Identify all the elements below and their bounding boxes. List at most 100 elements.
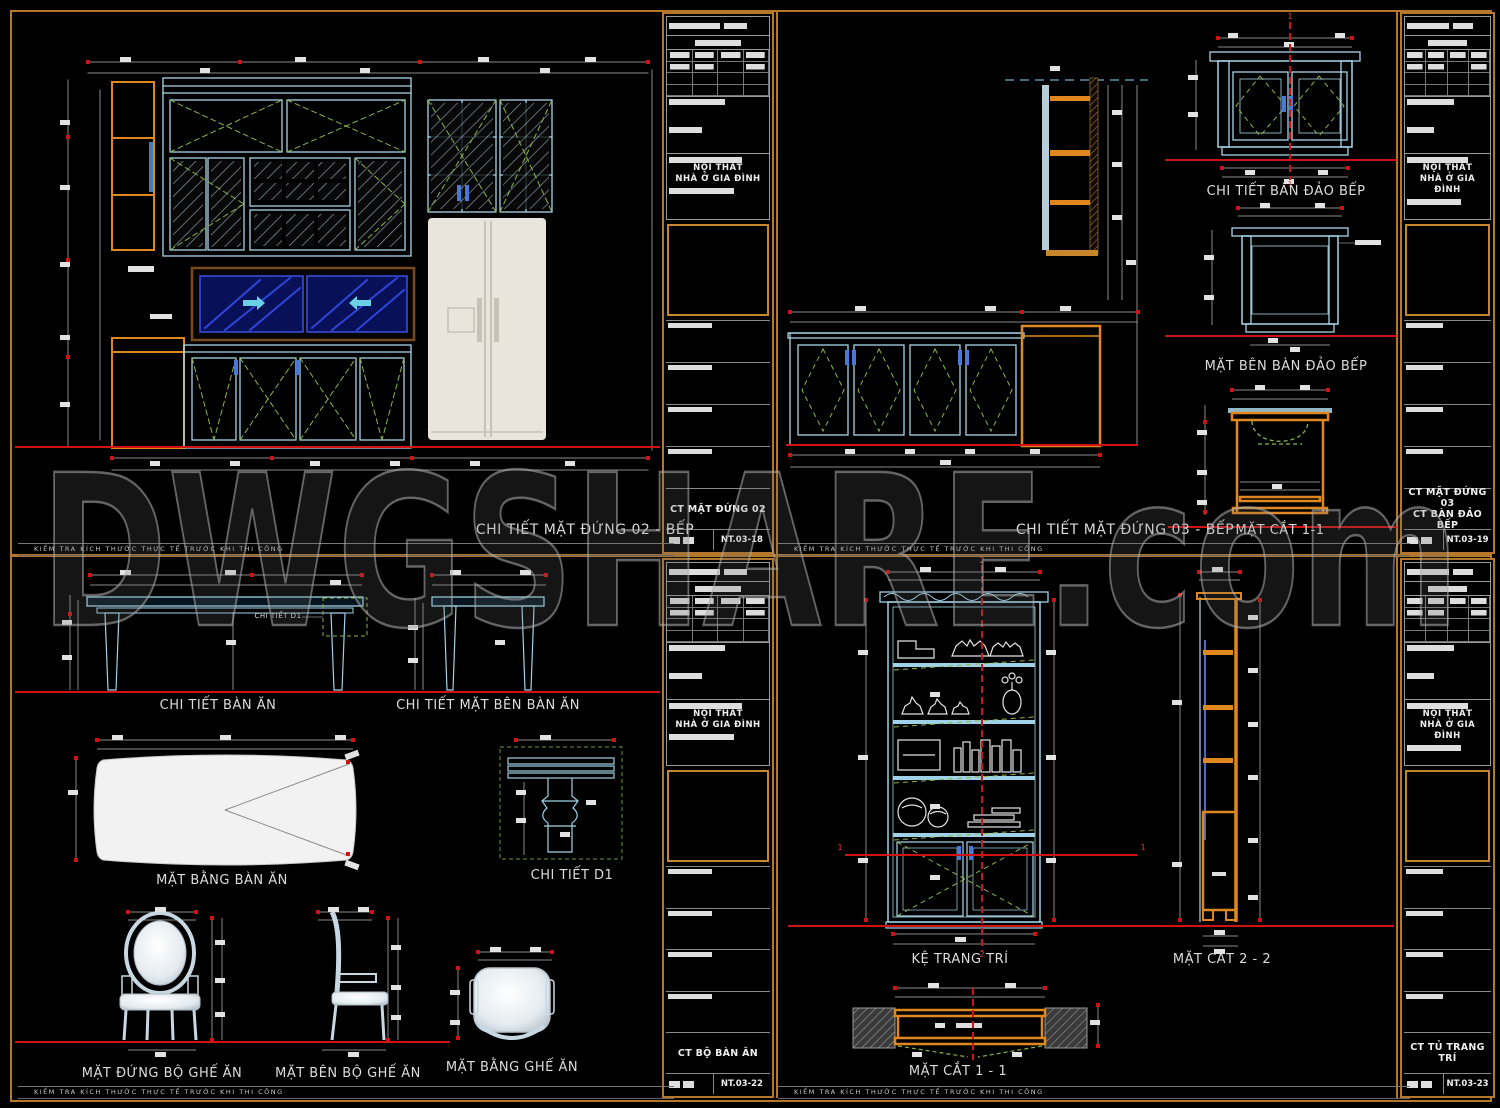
upper-cabinets: [162, 77, 412, 257]
kitchen-elevation-02: [60, 57, 653, 471]
callout-leg-detail: CHI TIẾT D1: [254, 612, 302, 620]
section-line-1-1-shelf: [845, 854, 1137, 856]
drawing-title-chair-side: MẶT BÊN BỘ GHẾ ĂN: [275, 1066, 421, 1081]
drawing-title-chair-plan: MẶT BẰNG GHẾ ĂN: [445, 1060, 579, 1075]
datum-island-front: [1165, 159, 1397, 161]
dining-table-side: [408, 570, 548, 691]
ground-line-table: [15, 691, 660, 693]
titleblock-rows: [1404, 866, 1491, 1032]
island-section-1-1: [1197, 385, 1332, 515]
left-open-cabinet: [111, 81, 185, 449]
titleblock-firm-section: [1404, 97, 1491, 154]
drawing-title: CT MẶT ĐỨNG 03: [1408, 487, 1487, 509]
island-side-view: [1204, 203, 1381, 352]
project-name-line2: NHÀ Ở GIA ĐÌNH: [1419, 720, 1476, 741]
titleblock-bottom-right: NỘI THẤT NHÀ Ở GIA ĐÌNH CT TỦ TRANG TRÍ …: [1400, 558, 1495, 1098]
titleblock-scale-cells: [1404, 1074, 1445, 1094]
sliding-glass-unit: [190, 266, 416, 342]
ground-line-elev03: [786, 444, 1138, 446]
island-end-cabinet: [1020, 324, 1102, 448]
section-marker: 2: [979, 950, 985, 959]
drawing-title: CT BỘ BÀN ĂN: [677, 1047, 759, 1059]
sheet-footer-note: KIỂM TRA KÍCH THƯỚC THỰC TẾ TRƯỚC KHI TH…: [18, 1086, 674, 1099]
fridge: [428, 218, 546, 440]
drawing-title-elev03: CHI TIẾT MẶT ĐỨNG 03 - BẾP: [1015, 522, 1235, 538]
centerline-island: [1289, 22, 1291, 180]
drawing-title-table-front: CHI TIẾT BÀN ĂN: [159, 698, 277, 713]
titleblock-image-panel: [1405, 224, 1490, 316]
titleblock-header: [666, 16, 770, 36]
titleblock-revision-table: [666, 50, 770, 97]
titleblock-subheader: [666, 582, 770, 596]
titleblock-subheader: [1404, 582, 1491, 596]
leg-detail-d1: [499, 735, 623, 860]
project-name-line2: NHÀ Ở GIA ĐÌNH: [675, 174, 761, 184]
sheet-divider-horizontal: [10, 554, 1490, 557]
sheet-divider-vertical-right: [1396, 10, 1398, 1098]
sheet-footer-note: KIỂM TRA KÍCH THƯỚC THỰC TẾ TRƯỚC KHI TH…: [778, 1086, 1410, 1099]
drawing-title-section11-top: MẶT CẮT 1-1: [1235, 523, 1325, 538]
drawing-title-leg-detail: CHI TIẾT D1: [530, 868, 614, 883]
project-name-line2: NHÀ Ở GIA ĐÌNH: [675, 720, 761, 730]
sheet-footer-note: KIỂM TRA KÍCH THƯỚC THỰC TẾ TRƯỚC KHI TH…: [778, 543, 1410, 556]
drawing-title: CT TỦ TRANG TRÍ: [1410, 1042, 1485, 1064]
project-name-line1: NỘI THẤT: [693, 163, 743, 173]
titleblock-project: NỘI THẤT NHÀ Ở GIA ĐÌNH: [666, 700, 770, 766]
drawing-title-section22: MẶT CẮT 2 - 2: [1172, 952, 1272, 967]
titleblock-project: NỘI THẤT NHÀ Ở GIA ĐÌNH: [666, 154, 770, 220]
titleblock-scale-cells: [666, 1074, 714, 1094]
titleblock-project: NỘI THẤT NHÀ Ở GIA ĐÌNH: [1404, 700, 1491, 766]
project-name-line1: NỘI THẤT: [693, 709, 743, 719]
decor-items: [897, 638, 1024, 828]
ground-section11-top: [1168, 526, 1397, 528]
project-name-line1: NỘI THẤT: [1422, 709, 1473, 719]
titleblock-rows: [666, 320, 770, 488]
drawing-title-island-side: MẶT BÊN BÀN ĐẢO BẾP: [1204, 359, 1368, 374]
titleblock-subheader: [666, 36, 770, 50]
ground-line-chairs: [15, 1041, 450, 1043]
section-2-2: [1172, 567, 1262, 954]
titleblock-top-left: NỘI THẤT NHÀ Ở GIA ĐÌNH CT MẶT ĐỨNG 02 N…: [662, 12, 774, 554]
chair-front-view: [119, 907, 225, 1057]
sheet-number: NT.03-22: [720, 1079, 763, 1089]
titleblock-top-right: NỘI THẤT NHÀ Ở GIA ĐÌNH CT MẶT ĐỨNG 03 C…: [1400, 12, 1495, 554]
titleblock-rows: [666, 866, 770, 1032]
titleblock-subheader: [1404, 36, 1491, 50]
titleblock-scale-cells: [1404, 530, 1445, 550]
centerline-section11: [972, 988, 974, 1060]
sheet-number: NT.03-23: [1446, 1079, 1489, 1089]
dining-table-plan: [68, 735, 360, 871]
titleblock-firm-section: [1404, 643, 1491, 700]
titleblock-header: [1404, 562, 1491, 582]
titleblock-image-panel: [667, 770, 769, 862]
titleblock-revision-table: [1404, 50, 1491, 97]
titleblock-revision-table: [666, 596, 770, 643]
chair-plan-view: [450, 947, 555, 1040]
sheet-number: NT.03-19: [1446, 535, 1489, 545]
titleblock-revision-table: [1404, 596, 1491, 643]
datum-island-side: [1165, 335, 1397, 337]
kitchen-elevation-03: [787, 66, 1148, 468]
titleblock-bottom-left: NỘI THẤT NHÀ Ở GIA ĐÌNH CT BỘ BÀN ĂN NT.…: [662, 558, 774, 1098]
titleblock-firm-section: [666, 643, 770, 700]
section-marker: 1: [837, 843, 843, 852]
ground-line-elev02: [15, 446, 660, 448]
titleblock-firm-section: [666, 97, 770, 154]
drawing-title-island-front: CHI TIẾT BÀN ĐẢO BẾP: [1206, 184, 1366, 199]
drawing-title-section11-bottom: MẶT CẮT 1 - 1: [908, 1064, 1008, 1079]
drawing-title-table-side: CHI TIẾT MẶT BÊN BÀN ĂN: [396, 698, 580, 713]
section-marker: 2: [979, 556, 985, 565]
project-name-line2: NHÀ Ở GIA ĐÌNH: [1419, 174, 1476, 195]
titleblock-header: [666, 562, 770, 582]
drawing-title-elev02: CHI TIẾT MẶT ĐỨNG 02 - BẾP: [475, 522, 695, 538]
sheet-footer-note: KIỂM TRA KÍCH THƯỚC THỰC TẾ TRƯỚC KHI TH…: [18, 543, 674, 556]
section-marker: 1: [1140, 843, 1146, 852]
island-front-view: [1188, 33, 1361, 184]
decor-shelf: [858, 567, 1056, 945]
sheet-number: NT.03-18: [720, 535, 763, 545]
titleblock-rows: [1404, 320, 1491, 488]
titleblock-image-panel: [1405, 770, 1490, 862]
section-marker: 1: [1287, 12, 1293, 21]
